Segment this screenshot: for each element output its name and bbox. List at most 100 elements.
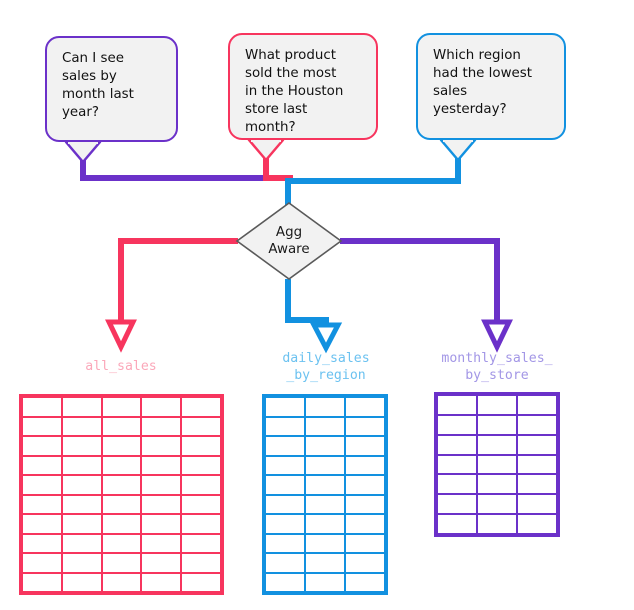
table-cell bbox=[141, 455, 182, 475]
table-cell bbox=[305, 572, 345, 592]
table-cell bbox=[305, 494, 345, 514]
wire-pink-to-all-sales bbox=[118, 238, 238, 322]
decision-diamond bbox=[235, 202, 343, 280]
table-cell bbox=[22, 572, 62, 592]
table-cell bbox=[265, 397, 305, 417]
decision-node: Agg Aware bbox=[237, 203, 341, 279]
table-cell bbox=[22, 553, 62, 573]
table-cell bbox=[477, 514, 517, 534]
table-cell bbox=[22, 533, 62, 553]
table-cell bbox=[61, 494, 102, 514]
wire-pink-bus bbox=[263, 154, 293, 181]
table-cell bbox=[305, 416, 345, 436]
table-cell bbox=[517, 514, 557, 534]
table-cell bbox=[181, 514, 221, 534]
table-cell bbox=[345, 455, 385, 475]
table-cell bbox=[305, 397, 345, 417]
table-cell bbox=[101, 533, 142, 553]
table-cell bbox=[141, 553, 182, 573]
table-cell bbox=[437, 395, 477, 415]
table-cell bbox=[101, 494, 142, 514]
table-cell bbox=[437, 494, 477, 515]
table-cell bbox=[61, 533, 102, 553]
table-cell bbox=[181, 436, 221, 456]
table-daily-sales-by-region bbox=[262, 394, 388, 595]
table-cell bbox=[305, 533, 345, 553]
table-cell bbox=[345, 553, 385, 573]
table-cell bbox=[305, 475, 345, 495]
table-cell bbox=[345, 436, 385, 456]
table-cell bbox=[181, 416, 221, 436]
table-cell bbox=[141, 494, 182, 514]
table-cell bbox=[517, 434, 557, 455]
table-cell bbox=[305, 455, 345, 475]
table-cell bbox=[477, 414, 517, 435]
table-cell bbox=[141, 533, 182, 553]
table-cell bbox=[61, 553, 102, 573]
bubble-tail-blue bbox=[439, 138, 477, 162]
table-cell bbox=[141, 475, 182, 495]
table-cell bbox=[517, 474, 557, 495]
table-cell bbox=[345, 572, 385, 592]
table-cell bbox=[477, 454, 517, 475]
table-all-sales bbox=[19, 394, 224, 595]
table-cell bbox=[181, 553, 221, 573]
table-cell bbox=[305, 514, 345, 534]
table-cell bbox=[437, 434, 477, 455]
table-cell bbox=[437, 514, 477, 534]
question-month-sales-text: Can I see sales by month last year? bbox=[62, 51, 134, 120]
table-cell bbox=[141, 572, 182, 592]
table-cell bbox=[265, 514, 305, 534]
table-cell bbox=[61, 572, 102, 592]
question-lowest-region-text: Which region had the lowest sales yester… bbox=[433, 48, 533, 117]
table-cell bbox=[305, 553, 345, 573]
table-cell bbox=[345, 533, 385, 553]
table-cell bbox=[305, 436, 345, 456]
table-cell bbox=[265, 475, 305, 495]
table-cell bbox=[141, 436, 182, 456]
table-cell bbox=[265, 572, 305, 592]
arrowhead-purple bbox=[481, 319, 513, 353]
table-cell bbox=[141, 416, 182, 436]
question-houston-product-text: What product sold the most in the Housto… bbox=[245, 48, 344, 135]
question-month-sales: Can I see sales by month last year? bbox=[45, 36, 178, 142]
table-cell bbox=[345, 475, 385, 495]
decision-node-label: Agg Aware bbox=[268, 224, 310, 257]
table-cell bbox=[22, 494, 62, 514]
table-cell bbox=[437, 414, 477, 435]
table-cell bbox=[101, 514, 142, 534]
table-cell bbox=[265, 533, 305, 553]
wire-purple-to-monthly-sales bbox=[340, 238, 500, 322]
table-cell bbox=[61, 416, 102, 436]
table-cell bbox=[477, 395, 517, 415]
bubble-tail-purple bbox=[64, 140, 102, 164]
table-cell bbox=[345, 494, 385, 514]
table-cell bbox=[101, 553, 142, 573]
table-cell bbox=[22, 436, 62, 456]
table-cell bbox=[61, 514, 102, 534]
table-cell bbox=[265, 494, 305, 514]
table-cell bbox=[517, 414, 557, 435]
table-cell bbox=[181, 494, 221, 514]
table-cell bbox=[437, 474, 477, 495]
table-cell bbox=[345, 416, 385, 436]
table-cell bbox=[181, 475, 221, 495]
table-cell bbox=[181, 397, 221, 417]
table-cell bbox=[181, 572, 221, 592]
arrowhead-pink bbox=[105, 319, 137, 353]
question-lowest-region: Which region had the lowest sales yester… bbox=[416, 33, 566, 140]
bubble-tail-pink bbox=[247, 138, 285, 162]
table-cell bbox=[101, 436, 142, 456]
wire-blue-to-daily-sales bbox=[285, 279, 329, 328]
table-cell bbox=[265, 553, 305, 573]
table-cell bbox=[61, 397, 102, 417]
table-cell bbox=[22, 416, 62, 436]
table-cell bbox=[477, 474, 517, 495]
table-cell bbox=[141, 397, 182, 417]
table-daily-sales-by-region-caption: daily_sales _by_region bbox=[282, 351, 370, 383]
wire-blue-bus bbox=[285, 154, 461, 206]
wire-purple-bus bbox=[80, 157, 271, 181]
table-monthly-sales-by-store-caption: monthly_sales_ by_store bbox=[441, 351, 553, 383]
arrowhead-blue bbox=[309, 322, 343, 354]
